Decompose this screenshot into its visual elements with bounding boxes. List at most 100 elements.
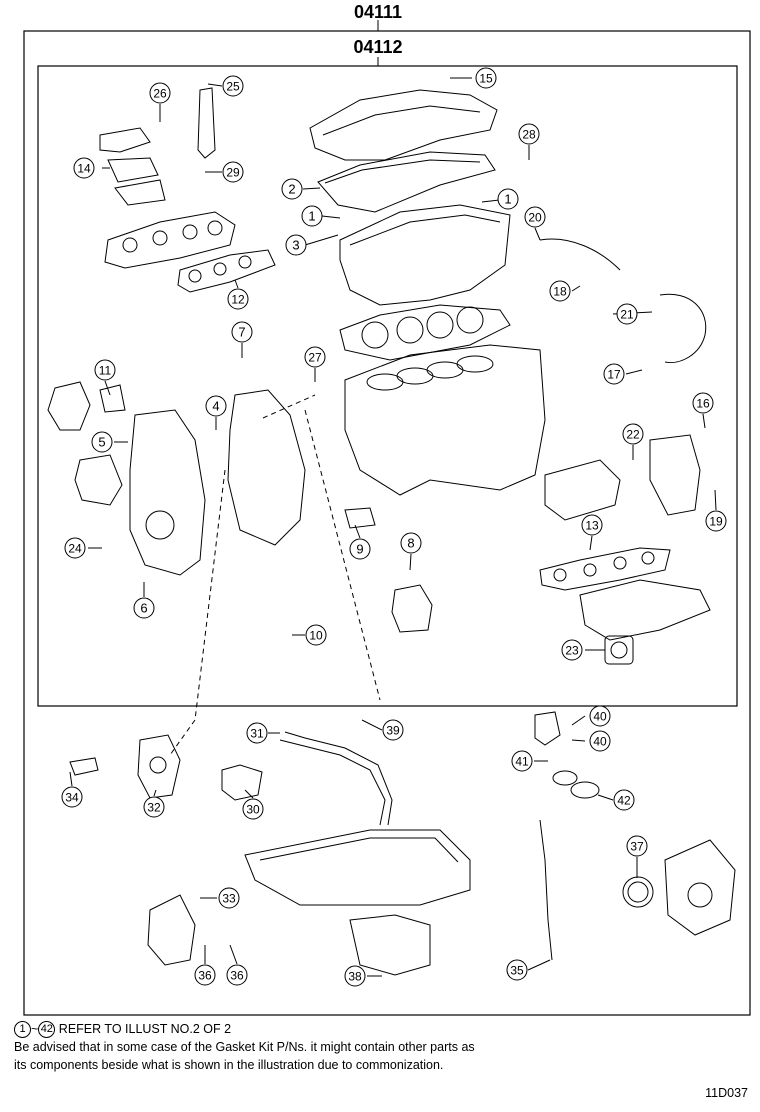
- callout-12: 12: [227, 288, 249, 310]
- callout-31: 31: [246, 722, 268, 744]
- callout-26: 26: [149, 82, 171, 104]
- callout-number: 20: [528, 211, 542, 225]
- callout-number: 36: [230, 969, 244, 983]
- callout-circle: [301, 205, 323, 227]
- callout-27: 27: [304, 346, 326, 368]
- note-line-1: Be advised that in some case of the Gask…: [14, 1040, 475, 1055]
- callout-38: 38: [344, 965, 366, 987]
- callout-circle: [226, 964, 248, 986]
- callout-10: 10: [305, 624, 327, 646]
- callout-21: 21: [616, 303, 638, 325]
- callout-circle: [73, 157, 95, 179]
- callout-circle: [692, 392, 714, 414]
- callout-number: 22: [626, 428, 640, 442]
- callout-4: 4: [205, 395, 227, 417]
- callout-circle: [285, 234, 307, 256]
- callout-number: 32: [147, 801, 161, 815]
- callout-33: 33: [218, 887, 240, 909]
- callout-14: 14: [73, 157, 95, 179]
- callout-circle: [227, 288, 249, 310]
- callout-42: 42: [613, 789, 635, 811]
- refer-text: REFER TO ILLUST NO.2 OF 2: [58, 1022, 232, 1036]
- callout-9: 9: [349, 538, 371, 560]
- inner-kit-frame: [37, 65, 738, 707]
- callout-number: 29: [226, 166, 240, 180]
- callout-circle: [231, 321, 253, 343]
- callout-20: 20: [524, 206, 546, 228]
- callout-number: 42: [617, 794, 631, 808]
- note-line-2: its components beside what is shown in t…: [14, 1058, 444, 1073]
- callout-30: 30: [242, 798, 264, 820]
- callout-circle: [524, 206, 546, 228]
- dashed-connectors: [169, 394, 381, 756]
- callout-number: 31: [250, 727, 264, 741]
- callout-circle: [194, 964, 216, 986]
- callout-number: 28: [522, 128, 536, 142]
- range-end-callout: 42: [38, 1021, 56, 1039]
- callout-number: 33: [222, 892, 236, 906]
- callout-circle: [205, 395, 227, 417]
- callout-3: 3: [285, 234, 307, 256]
- callout-number: 10: [309, 629, 323, 643]
- callout-35: 35: [506, 959, 528, 981]
- callout-number: 7: [238, 325, 245, 340]
- callout-37: 37: [626, 835, 648, 857]
- callout-number: 2: [288, 182, 295, 197]
- callout-circle: [626, 835, 648, 857]
- callout-number: 3: [292, 238, 299, 253]
- callout-circle: [305, 624, 327, 646]
- callout-17: 17: [603, 363, 625, 385]
- callout-number: 37: [630, 840, 644, 854]
- callout-24: 24: [64, 537, 86, 559]
- callout-circle: [518, 123, 540, 145]
- illustration-code: 11D037: [705, 1086, 748, 1100]
- outer-kit-label: 04111: [354, 2, 402, 22]
- callout-circle: [222, 75, 244, 97]
- callout-13: 13: [581, 514, 603, 536]
- callout-32: 32: [143, 796, 165, 818]
- callout-number: 5: [98, 435, 105, 450]
- callout-number: 36: [198, 969, 212, 983]
- callout-number: 25: [226, 80, 240, 94]
- callout-circle: [143, 796, 165, 818]
- callout-number: 38: [348, 970, 362, 984]
- callout-number: 15: [479, 72, 493, 86]
- callout-number: 6: [140, 601, 147, 616]
- callout-circle: [218, 887, 240, 909]
- callout-1: 1: [301, 205, 323, 227]
- callout-7: 7: [231, 321, 253, 343]
- callout-number: 21: [620, 308, 634, 322]
- range-start-callout: 1: [14, 1021, 31, 1039]
- callout-circle: [506, 959, 528, 981]
- callout-number: 24: [68, 542, 82, 556]
- callout-number: 14: [77, 162, 91, 176]
- callout-circle: [603, 363, 625, 385]
- callout-number: 27: [308, 351, 322, 365]
- callout-circle: [94, 359, 116, 381]
- footer-note: 1~42 REFER TO ILLUST NO.2 OF 2 Be advise…: [14, 1020, 475, 1074]
- callout-circle: [497, 188, 519, 210]
- callout-circle: [344, 965, 366, 987]
- callout-number: 18: [553, 285, 567, 299]
- callout-22: 22: [622, 423, 644, 445]
- callout-circle: [616, 303, 638, 325]
- callout-circle: [64, 537, 86, 559]
- callout-circle: [281, 178, 303, 200]
- callout-number: 13: [585, 519, 599, 533]
- callout-circle: [511, 750, 533, 772]
- callout-number: 1: [308, 209, 315, 224]
- callout-number: 30: [246, 803, 260, 817]
- callout-number: 40: [593, 735, 607, 749]
- callout-number: 34: [65, 791, 79, 805]
- callout-number: 35: [510, 964, 524, 978]
- callout-circle: [589, 730, 611, 752]
- callout-number: 12: [231, 293, 245, 307]
- callout-40: 40: [589, 730, 611, 752]
- callout-circle: [613, 789, 635, 811]
- callout-36: 36: [226, 964, 248, 986]
- callout-number: 39: [386, 724, 400, 738]
- callout-5: 5: [91, 431, 113, 453]
- callout-number: 1: [504, 192, 511, 207]
- callout-circle: [622, 423, 644, 445]
